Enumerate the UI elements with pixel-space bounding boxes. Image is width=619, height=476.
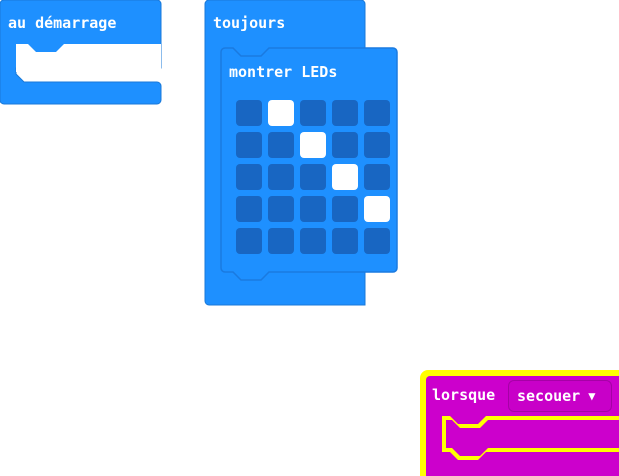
led-cell[interactable] bbox=[300, 196, 326, 222]
led-cell[interactable] bbox=[364, 132, 390, 158]
on-gesture-label: lorsque bbox=[432, 386, 496, 404]
on-gesture-slot-inner bbox=[446, 420, 619, 456]
led-cell[interactable] bbox=[332, 164, 358, 190]
led-cell[interactable] bbox=[332, 196, 358, 222]
led-cell[interactable] bbox=[268, 228, 294, 254]
led-cell[interactable] bbox=[332, 100, 358, 126]
gesture-dropdown[interactable]: secouer ▼ bbox=[508, 380, 612, 412]
led-cell[interactable] bbox=[300, 228, 326, 254]
led-cell[interactable] bbox=[268, 100, 294, 126]
on-start-label: au démarrage bbox=[8, 14, 117, 32]
led-cell[interactable] bbox=[364, 164, 390, 190]
led-cell[interactable] bbox=[332, 132, 358, 158]
gesture-dropdown-value: secouer bbox=[517, 387, 581, 405]
led-cell[interactable] bbox=[268, 196, 294, 222]
led-cell[interactable] bbox=[300, 164, 326, 190]
led-cell[interactable] bbox=[236, 196, 262, 222]
led-cell[interactable] bbox=[236, 228, 262, 254]
led-cell[interactable] bbox=[236, 132, 262, 158]
led-cell[interactable] bbox=[364, 196, 390, 222]
led-cell[interactable] bbox=[268, 164, 294, 190]
on-start-slot bbox=[16, 44, 161, 80]
led-cell[interactable] bbox=[268, 132, 294, 158]
led-cell[interactable] bbox=[332, 228, 358, 254]
led-cell[interactable] bbox=[300, 100, 326, 126]
led-cell[interactable] bbox=[236, 164, 262, 190]
led-cell[interactable] bbox=[364, 228, 390, 254]
caret-down-icon: ▼ bbox=[588, 389, 596, 403]
led-cell[interactable] bbox=[236, 100, 262, 126]
forever-label: toujours bbox=[213, 14, 286, 32]
show-leds-label: montrer LEDs bbox=[229, 63, 338, 81]
led-cell[interactable] bbox=[300, 132, 326, 158]
led-cell[interactable] bbox=[364, 100, 390, 126]
